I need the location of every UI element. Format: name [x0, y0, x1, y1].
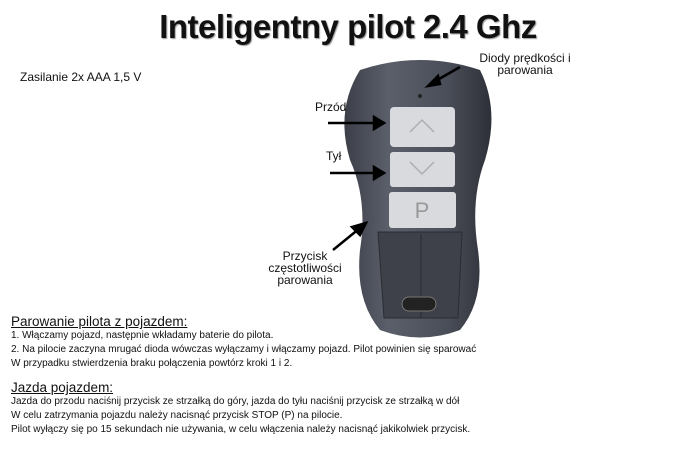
forward-label: Przód	[315, 100, 347, 114]
pairing-section: Parowanie pilota z pojazdem: 1. Włączamy…	[11, 314, 476, 371]
pair-label-line: częstotliwości	[268, 261, 342, 275]
down-button	[390, 152, 455, 187]
pairing-line: 1. Włączamy pojazd, następnie wkładamy b…	[11, 330, 274, 341]
pair-label-line: Przycisk	[282, 249, 328, 263]
driving-line: W celu zatrzymania pojazdu należy nacisn…	[11, 410, 343, 421]
pair-label-line: parowania	[277, 273, 333, 287]
pairing-heading: Parowanie pilota z pojazdem:	[11, 314, 188, 329]
up-button	[390, 107, 455, 147]
diodes-label-line: Diody prędkości i	[479, 51, 571, 65]
driving-line: Pilot wyłączy się po 15 sekundach nie uż…	[11, 424, 471, 435]
stop-button-label[interactable]: P	[414, 198, 430, 223]
power-info: Zasilanie 2x AAA 1,5 V	[20, 70, 142, 84]
pairing-line: 2. Na pilocie zaczyna mrugać dioda wówcz…	[11, 344, 477, 355]
stop-button	[389, 192, 456, 228]
pairing-button-label: Przycisk częstotliwości parowania	[250, 250, 360, 286]
driving-section: Jazda pojazdem: Jazda do przodu naciśnij…	[11, 380, 470, 437]
led-icon	[418, 94, 422, 98]
diodes-label: Diody prędkości i parowania	[455, 52, 595, 76]
pairing-line: W przypadku stwierdzenia braku połączeni…	[11, 358, 293, 369]
driving-line: Jazda do przodu naciśnij przycisk ze str…	[11, 396, 460, 407]
page-title: Inteligentny pilot 2.4 Ghz	[159, 8, 537, 45]
back-label: Tył	[326, 149, 342, 163]
arrow-up-icon	[409, 119, 435, 133]
diodes-label-line: parowania	[497, 63, 553, 77]
driving-heading: Jazda pojazdem:	[11, 380, 114, 395]
arrow-down-icon	[409, 161, 435, 175]
